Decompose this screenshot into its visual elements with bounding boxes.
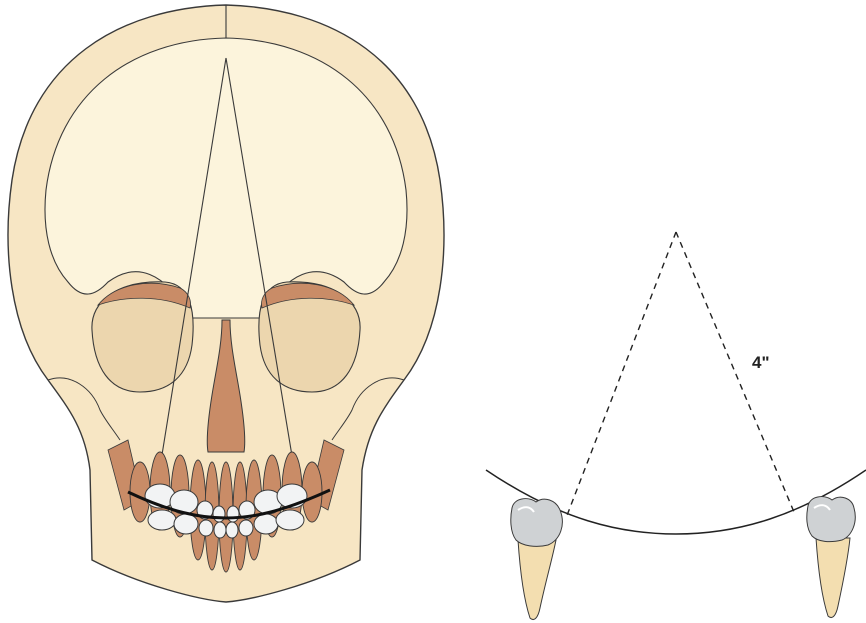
tooth-crown (213, 506, 225, 522)
left-radius-line (566, 232, 676, 518)
tooth-crown (254, 514, 278, 534)
tooth-crown (214, 522, 226, 538)
tooth-crown (226, 522, 238, 538)
right-orbit (259, 282, 360, 392)
tooth-crown (227, 506, 239, 522)
tooth-crown (199, 520, 213, 536)
left-orbit (92, 282, 193, 392)
right-canine-tooth (807, 497, 855, 618)
tooth-crown (148, 510, 176, 530)
left-canine-tooth (511, 499, 563, 620)
tooth-crown (239, 520, 253, 536)
arch-diagram: 4" (486, 232, 866, 620)
radius-measurement-label: 4" (752, 353, 770, 372)
tooth-crown (276, 510, 304, 530)
right-radius-line (676, 232, 794, 512)
skull-front-view (8, 5, 444, 602)
tooth-crown (174, 514, 198, 534)
